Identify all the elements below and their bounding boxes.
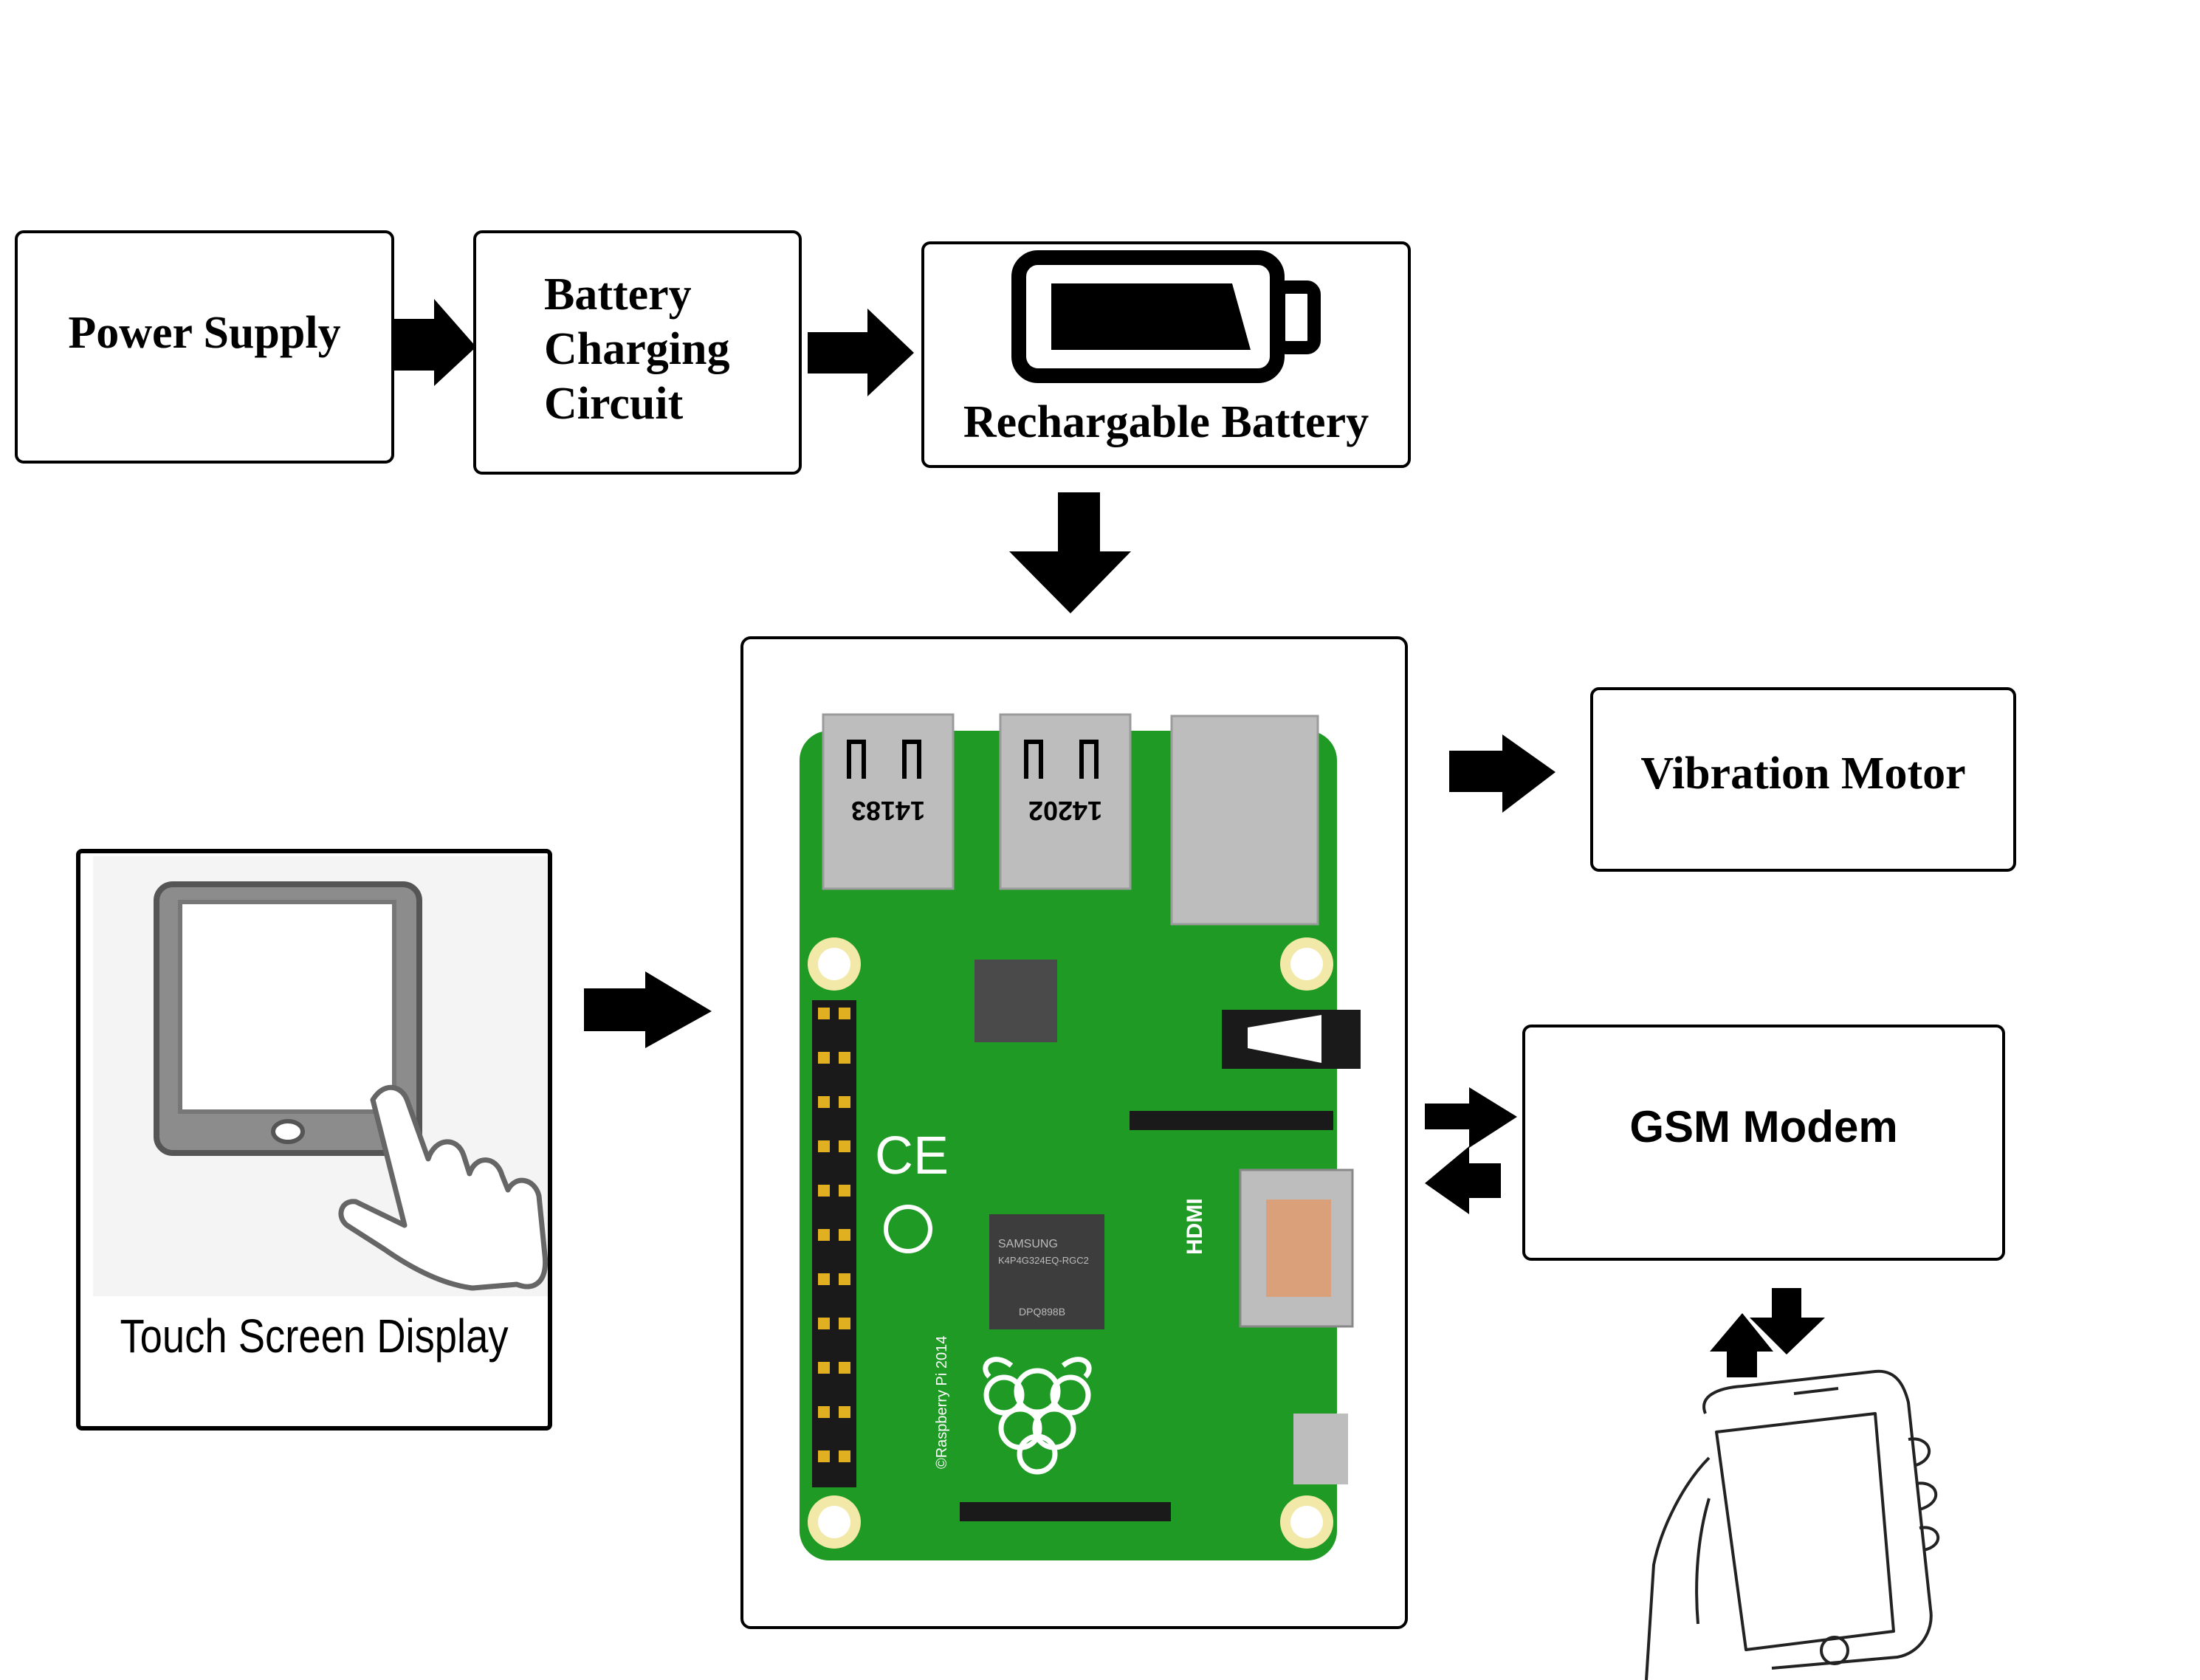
ce-mark: CE: [875, 1126, 949, 1185]
gsm-modem-label: GSM Modem: [1629, 1102, 1898, 1151]
usb-label-1: 14183: [851, 796, 925, 826]
usb-label-2: 14202: [1028, 796, 1102, 826]
ethernet-port: [1170, 715, 1319, 926]
arrow-battery-to-board: [1009, 492, 1131, 613]
copyright-text: ©Raspberry Pi 2014: [934, 1336, 950, 1469]
camera-connector: [1130, 1111, 1333, 1130]
battery-icon: [1011, 250, 1321, 383]
raspberry-pi-board: 14183 14202 SAMSUNG K4P4G3: [800, 713, 1361, 1560]
touch-screen-label: Touch Screen Display: [120, 1309, 509, 1363]
no-pb-mark: [884, 1205, 932, 1253]
gsm-modem-block: GSM Modem: [1522, 1025, 2005, 1261]
vibration-motor-block: Vibration Motor: [1590, 687, 2016, 872]
battery-charging-line-3: Circuit: [544, 379, 684, 429]
micro-usb-port: [1293, 1414, 1348, 1484]
rechargeable-battery-label: Rechargable Battery: [963, 397, 1369, 447]
chip-code: DPQ898B: [1019, 1306, 1065, 1318]
soc-chip: [989, 1214, 1104, 1329]
chip-part: K4P4G324EQ-RGC2: [998, 1255, 1089, 1266]
tablet-hand-icon: [93, 856, 549, 1296]
battery-charging-circuit-block: Battery Charging Circuit: [473, 230, 802, 475]
battery-charging-line-1: Battery: [544, 269, 692, 320]
vibration-motor-label: Vibration Motor: [1640, 748, 1966, 799]
hand-phone-icon: [1645, 1369, 1939, 1680]
power-supply-block: Power Supply: [15, 230, 394, 464]
display-connector: [960, 1502, 1171, 1521]
power-supply-label: Power Supply: [68, 308, 341, 358]
arrow-gsm-to-board: [1425, 1146, 1501, 1214]
usb-port-2: [999, 713, 1132, 890]
arrow-board-to-vibration: [1449, 734, 1556, 813]
arrow-touch-to-board: [584, 971, 712, 1048]
arrow-charger-to-battery: [808, 309, 914, 396]
usb-port-1: [822, 713, 955, 890]
arrow-phone-down: [1750, 1288, 1825, 1354]
battery-charging-line-2: Charging: [544, 324, 730, 374]
usb-lan-chip: [974, 960, 1057, 1042]
chip-brand: SAMSUNG: [998, 1238, 1058, 1250]
hdmi-text: HDMI: [1183, 1198, 1207, 1255]
rechargeable-battery-block: Rechargable Battery: [921, 241, 1411, 468]
arrows: [394, 299, 1825, 1377]
arrow-board-to-gsm: [1425, 1087, 1517, 1148]
raspberry-logo: [983, 1357, 1092, 1475]
arrow-power-to-charger: [394, 299, 476, 386]
arrow-phone-up: [1710, 1313, 1773, 1377]
